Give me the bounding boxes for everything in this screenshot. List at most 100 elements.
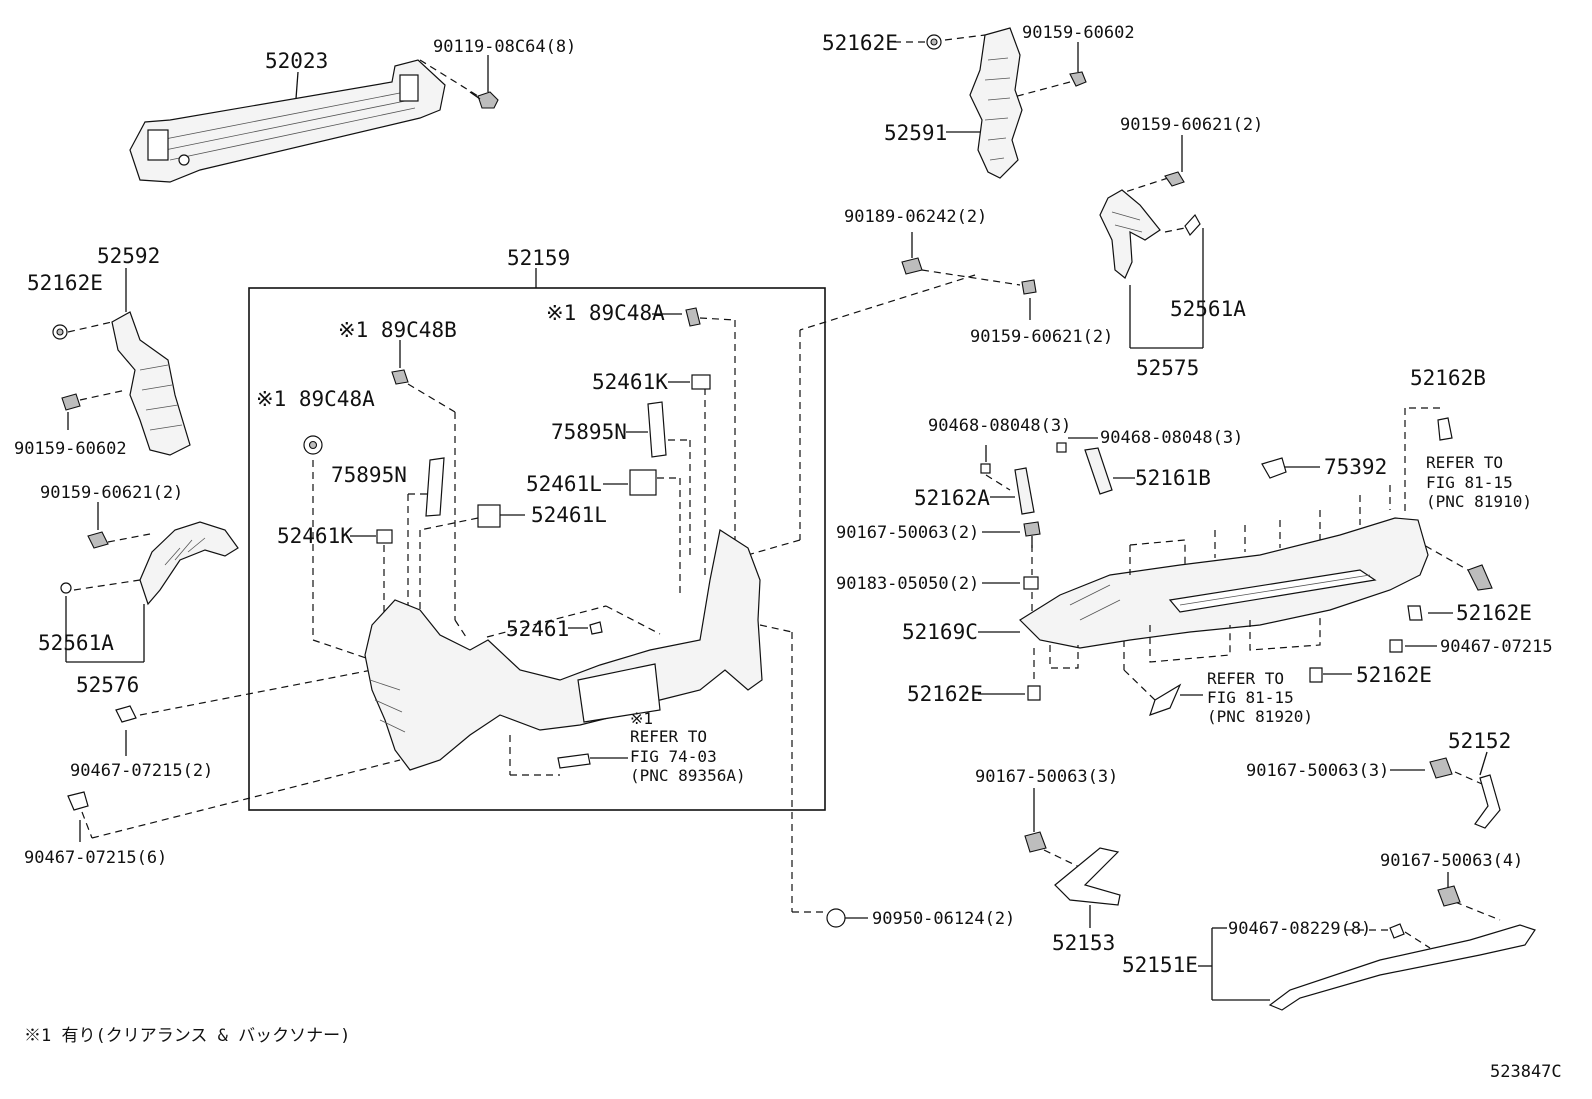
part-52162B-drawing — [1437, 417, 1453, 441]
dashed-boxes-52169C — [1049, 485, 1391, 669]
pad-52461L-left-drawing — [477, 504, 501, 528]
ref-74-line-1: ※1 — [630, 709, 653, 728]
ref-81920-line-2: FIG 81-15 — [1207, 688, 1294, 707]
label-89C48B: ※1 89C48B — [338, 318, 457, 342]
label-52162A: 52162A — [914, 486, 990, 510]
reference-fig-81-15-pnc-81920: REFER TO FIG 81-15 (PNC 81920) — [1207, 669, 1313, 726]
clip-90467-08229-drawing — [1389, 923, 1405, 939]
pad-52461K-upper-drawing — [691, 374, 711, 390]
ref-81920-line-3: (PNC 81920) — [1207, 707, 1313, 726]
reference-fig-74-03: ※1 REFER TO FIG 74-03 (PNC 89356A) — [630, 709, 746, 785]
bolt-90467-07215-6-drawing — [67, 791, 89, 811]
label-90467-07215-right: 90467-07215 — [1440, 637, 1553, 657]
label-52576: 52576 — [76, 673, 139, 697]
label-90167-50063-2: 90167-50063(2) — [836, 523, 979, 543]
bolt-90467-07215-2-drawing — [115, 705, 137, 723]
label-90159-60621-upper: 90159-60621(2) — [1120, 115, 1263, 135]
pad-52461-drawing — [589, 621, 603, 635]
label-90467-08229: 90467-08229(8) — [1228, 919, 1371, 939]
pad-52461L-right-drawing — [629, 469, 657, 496]
label-52561A-left: 52561A — [38, 631, 114, 655]
part-52169C-lower-bumper-drawing — [1019, 517, 1429, 649]
label-52461L-left: 52461L — [531, 503, 607, 527]
label-90189-06242: 90189-06242(2) — [844, 207, 987, 227]
bolt-90159-60621-right-drawing — [1021, 279, 1037, 295]
label-90159-60602-left: 90159-60602 — [14, 439, 127, 459]
label-52461L-right: 52461L — [526, 472, 602, 496]
label-90159-60621-right: 90159-60621(2) — [970, 327, 1113, 347]
label-52023: 52023 — [265, 49, 328, 73]
label-52162E-top: 52162E — [822, 31, 898, 55]
bolt-90159-60621-left-drawing — [87, 531, 109, 549]
label-52461K-upper: 52461K — [592, 370, 668, 394]
ref-81920-line-1: REFER TO — [1207, 669, 1284, 688]
bolt-90159-60621-upper-drawing — [1164, 171, 1185, 187]
ref-74-line-2: REFER TO — [630, 727, 707, 746]
label-75895N-left: 75895N — [331, 463, 407, 487]
clip-52561A-left-drawing — [60, 582, 72, 594]
part-52159-bumper-cover-drawing — [364, 529, 763, 771]
part-52151E-garnish-drawing — [1268, 924, 1536, 1011]
label-52162E-left: 52162E — [27, 271, 103, 295]
label-90468-08048-a: 90468-08048(3) — [928, 416, 1071, 436]
label-90119-08C64: 90119-08C64(8) — [433, 37, 576, 57]
part-labels: 52023 90119-08C64(8) 52162E 90159-60602 … — [14, 23, 1553, 977]
label-52561A-upper: 52561A — [1170, 297, 1246, 321]
pad-52461K-left-drawing — [376, 529, 393, 544]
clip-52162E-right-a-drawing — [1407, 605, 1423, 621]
label-90950-06124: 90950-06124(2) — [872, 909, 1015, 929]
label-90467-07215-6: 90467-07215(6) — [24, 848, 167, 868]
clip-52162E-right-b-drawing — [1309, 667, 1323, 683]
diagram-code: 523847C — [1490, 1062, 1562, 1082]
label-90167-50063-3-a: 90167-50063(3) — [975, 767, 1118, 787]
part-52153-drawing — [1054, 847, 1121, 906]
clip-90468-a-drawing — [980, 463, 991, 474]
ref-81910-line-2: FIG 81-15 — [1426, 473, 1513, 492]
bolt-90167-50063-2-drawing — [1023, 521, 1041, 548]
retainer-89C48A-left-drawing — [303, 435, 323, 455]
bolt-90167-50063-3-b-drawing — [1429, 757, 1453, 779]
label-52162E-right-a: 52162E — [1456, 601, 1532, 625]
label-52591: 52591 — [884, 121, 947, 145]
label-89C48A-right: ※1 89C48A — [546, 301, 665, 325]
ref-81910-line-3: (PNC 81910) — [1426, 492, 1532, 511]
part-52575-bracket-drawing — [1099, 189, 1201, 279]
assembly-box-52159 — [248, 287, 826, 811]
tape-75895N-left-drawing — [425, 457, 445, 517]
part-52592-bracket-drawing — [111, 311, 191, 456]
bolt-90167-50063-4-drawing — [1437, 885, 1461, 907]
label-52461K-left: 52461K — [277, 524, 353, 548]
clip-90468-b-drawing — [1056, 442, 1067, 453]
part-52152-drawing — [1474, 774, 1501, 829]
label-52169C: 52169C — [902, 620, 978, 644]
clip-90950-drawing — [826, 908, 846, 928]
retainer-89C48A-right-drawing — [685, 307, 701, 327]
leader-lines — [65, 33, 1501, 1001]
ref-74-line-3: FIG 74-03 — [630, 747, 717, 766]
bolt-90167-50063-3-a-drawing — [1024, 831, 1047, 853]
retainer-89C48B-drawing — [391, 369, 409, 385]
part-52576-bracket-drawing — [139, 521, 239, 606]
ref-74-line-4: (PNC 89356A) — [630, 766, 746, 785]
label-52461: 52461 — [506, 617, 569, 641]
label-75895N-right: 75895N — [551, 420, 627, 444]
label-52162B: 52162B — [1410, 366, 1486, 390]
label-52153: 52153 — [1052, 931, 1115, 955]
bolt-90119-drawing — [469, 91, 499, 109]
label-52151E: 52151E — [1122, 953, 1198, 977]
label-52575: 52575 — [1136, 356, 1199, 380]
clip-52162E-lower-drawing — [1027, 685, 1041, 701]
label-52161B: 52161B — [1135, 466, 1211, 490]
part-81910-drawing — [1467, 564, 1493, 591]
part-81920-drawing — [1149, 683, 1182, 716]
nut-90183-drawing — [1023, 576, 1039, 590]
label-90467-07215-2: 90467-07215(2) — [70, 761, 213, 781]
clip-52162E-top-drawing — [926, 34, 942, 50]
tape-75895N-right-drawing — [647, 401, 667, 458]
label-89C48A-left: ※1 89C48A — [256, 387, 375, 411]
part-52162A-drawing — [1014, 467, 1035, 515]
label-52159: 52159 — [507, 246, 570, 270]
label-52152: 52152 — [1448, 729, 1511, 753]
part-52591-bracket-drawing — [969, 27, 1023, 179]
